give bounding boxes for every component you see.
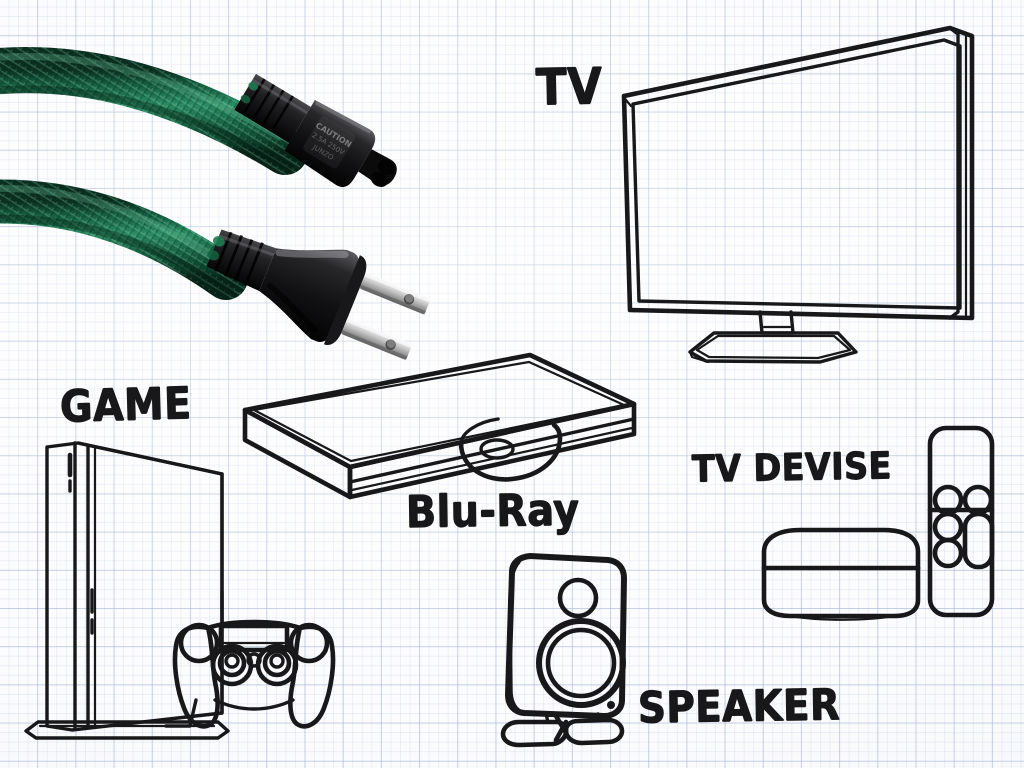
tv-drawing [621, 25, 975, 364]
label-bluray: Blu-Ray [405, 484, 580, 539]
label-tv-devise: TV DEVISE [691, 444, 893, 491]
remote-control-drawing [927, 425, 995, 618]
plug-prong-lower [341, 318, 413, 361]
power-cable-lower-strand [0, 179, 248, 300]
tv-set-top-box-drawing [761, 527, 921, 621]
label-tv: TV [535, 57, 604, 117]
game-controller-drawing [164, 590, 336, 729]
label-speaker: SPEAKER [637, 680, 841, 734]
bluray-player-drawing [242, 352, 637, 500]
nema-two-prong-plug [206, 229, 431, 361]
power-cable-upper-strand [0, 47, 308, 175]
plug-prong-upper [359, 272, 431, 315]
iec-c7-connector: CAUTION 2.5A 250V JUNZO [234, 73, 397, 188]
speaker-drawing [500, 553, 627, 748]
label-game: GAME [59, 378, 193, 433]
